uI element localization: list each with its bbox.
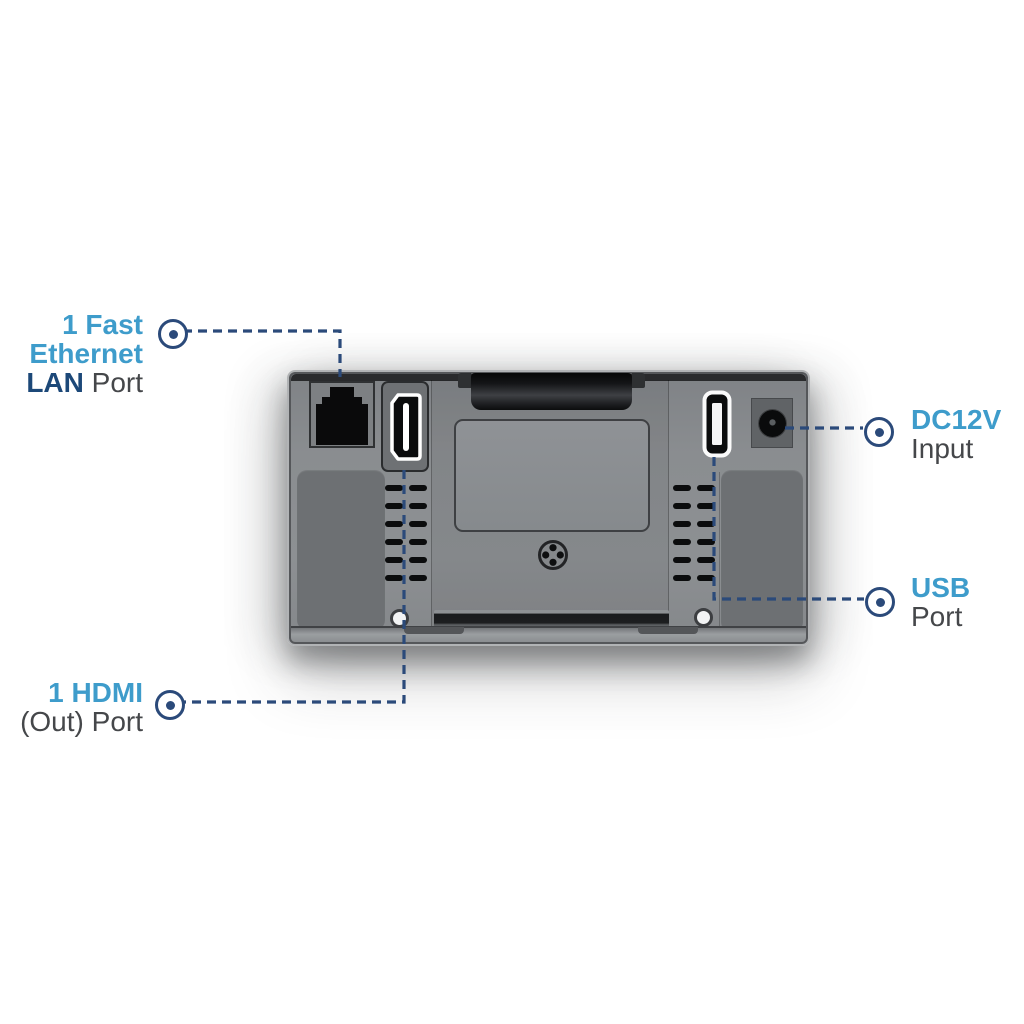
vent-slot — [673, 521, 691, 527]
right-pad — [721, 470, 803, 632]
usb-tongue — [712, 403, 722, 445]
vent-slot — [673, 503, 691, 509]
stand-back-plate — [454, 419, 650, 532]
label-line: Ethernet — [29, 338, 143, 369]
label-line: USB — [911, 572, 971, 603]
vent-slot — [697, 503, 715, 509]
mount-screw-right — [694, 608, 713, 627]
base-foot — [404, 627, 464, 634]
callout-dot-usb — [865, 587, 895, 617]
right-vent-grid — [673, 485, 715, 581]
mount-screw-left — [390, 609, 409, 628]
device-rear-panel — [287, 370, 810, 646]
vent-slot — [385, 575, 403, 581]
label-line: 1 Fast — [62, 309, 143, 340]
base-foot — [638, 627, 698, 634]
usb-type-a-port-icon — [702, 390, 732, 458]
label-ethernet-lan-port: 1 Fast Ethernet LAN Port — [26, 310, 143, 397]
vent-slot — [385, 557, 403, 563]
vent-slot — [409, 539, 427, 545]
callout-dot-ethernet — [158, 319, 188, 349]
rj45-cutout — [316, 387, 368, 445]
vent-slot — [409, 503, 427, 509]
vent-slot — [409, 557, 427, 563]
label-line: LAN Port — [26, 368, 143, 397]
label-usb-port: USB Port — [911, 573, 970, 631]
panel-seam — [719, 472, 720, 630]
label-strong: LAN — [26, 367, 84, 398]
vent-slot — [673, 485, 691, 491]
device-base-strip — [291, 626, 806, 642]
callout-dot-dc12v — [864, 417, 894, 447]
left-pad — [297, 470, 385, 630]
vent-slot — [385, 485, 403, 491]
stand-base-slot — [434, 610, 669, 627]
label-dc12v-input: DC12V Input — [911, 405, 1001, 463]
callout-dot-hdmi — [155, 690, 185, 720]
hdmi-slot — [403, 402, 409, 451]
label-line: Input — [911, 433, 974, 464]
vent-slot — [673, 539, 691, 545]
vent-slot — [697, 557, 715, 563]
usb-port — [701, 389, 733, 459]
left-vent-grid — [385, 485, 427, 581]
vent-slot — [409, 485, 427, 491]
screw-dot — [542, 551, 550, 559]
label-line: (Out) Port — [20, 706, 143, 737]
dc-barrel-jack-icon — [758, 409, 786, 437]
stand-hinge-bar — [458, 373, 645, 410]
vent-slot — [697, 575, 715, 581]
label-line: Port — [911, 601, 963, 632]
vent-slot — [385, 503, 403, 509]
vent-slot — [673, 575, 691, 581]
rj45-ethernet-port-icon — [316, 387, 368, 445]
vent-slot — [385, 521, 403, 527]
ethernet-lan-port — [309, 381, 375, 448]
screw-head-icon — [538, 540, 568, 570]
label-line: 1 HDMI — [48, 677, 143, 708]
vent-slot — [409, 521, 427, 527]
screw-ring — [538, 540, 568, 570]
vent-slot — [697, 521, 715, 527]
hdmi-connector-icon — [390, 392, 422, 461]
dc12v-input-jack — [751, 398, 793, 448]
hdmi-out-port — [381, 381, 429, 472]
screw-dot — [556, 551, 564, 559]
vent-slot — [409, 575, 427, 581]
vent-slot — [673, 557, 691, 563]
screw-dot — [549, 544, 557, 552]
label-line: DC12V — [911, 404, 1002, 435]
label-muted: Port — [91, 367, 143, 398]
vent-slot — [385, 539, 403, 545]
screw-dot — [549, 558, 557, 566]
label-hdmi-out-port: 1 HDMI (Out) Port — [20, 678, 143, 736]
vent-slot — [697, 539, 715, 545]
vent-slot — [697, 485, 715, 491]
